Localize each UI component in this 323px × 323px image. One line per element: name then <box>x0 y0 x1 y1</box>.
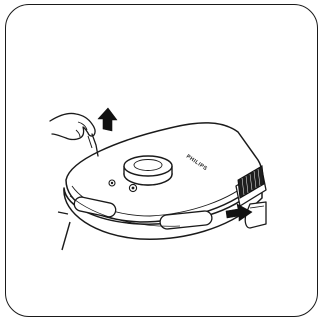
hand-illustration <box>50 113 95 139</box>
power-button-dot <box>111 182 113 184</box>
side-brush-bristle <box>62 222 70 250</box>
cover-lift-tab-edge <box>88 136 92 148</box>
home-button-dot <box>132 187 135 190</box>
side-brush-bristle-2 <box>58 212 68 214</box>
arrow-lift-up <box>98 108 117 131</box>
lidar-turret-top <box>124 156 172 176</box>
